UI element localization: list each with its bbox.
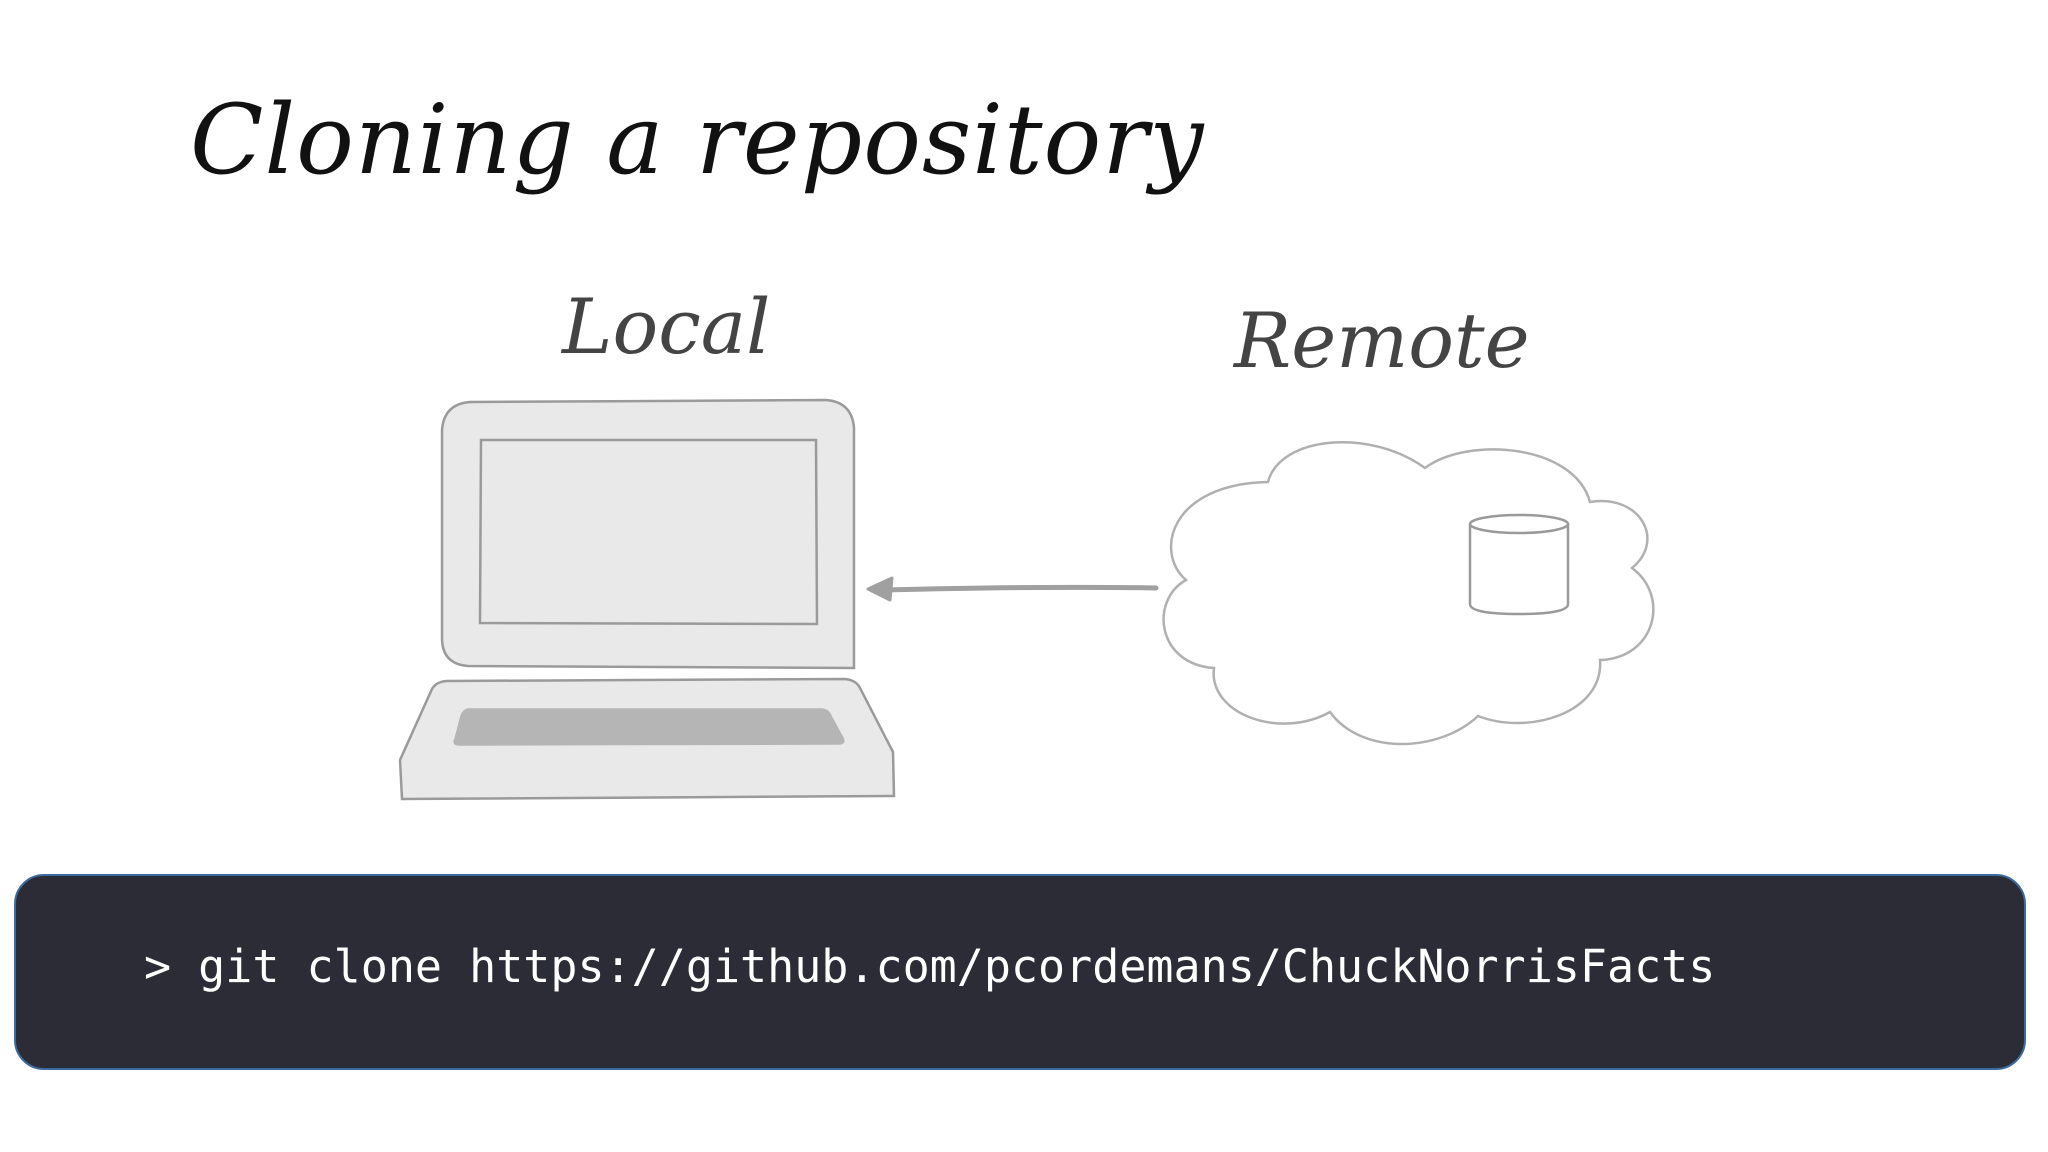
slide-title: Cloning a repository xyxy=(190,84,1205,196)
laptop-display xyxy=(478,438,819,626)
local-label: Local xyxy=(562,282,771,371)
cloud-icon xyxy=(1162,441,1655,746)
database-icon xyxy=(1468,513,1570,616)
laptop-keyboard xyxy=(453,708,845,746)
remote-label: Remote xyxy=(1234,296,1530,385)
arrow-left-icon xyxy=(866,576,1159,602)
git-clone-command: > git clone https://github.com/pcordeman… xyxy=(144,940,1716,993)
terminal-box: > git clone https://github.com/pcordeman… xyxy=(14,874,2026,1070)
laptop-icon xyxy=(398,398,896,801)
